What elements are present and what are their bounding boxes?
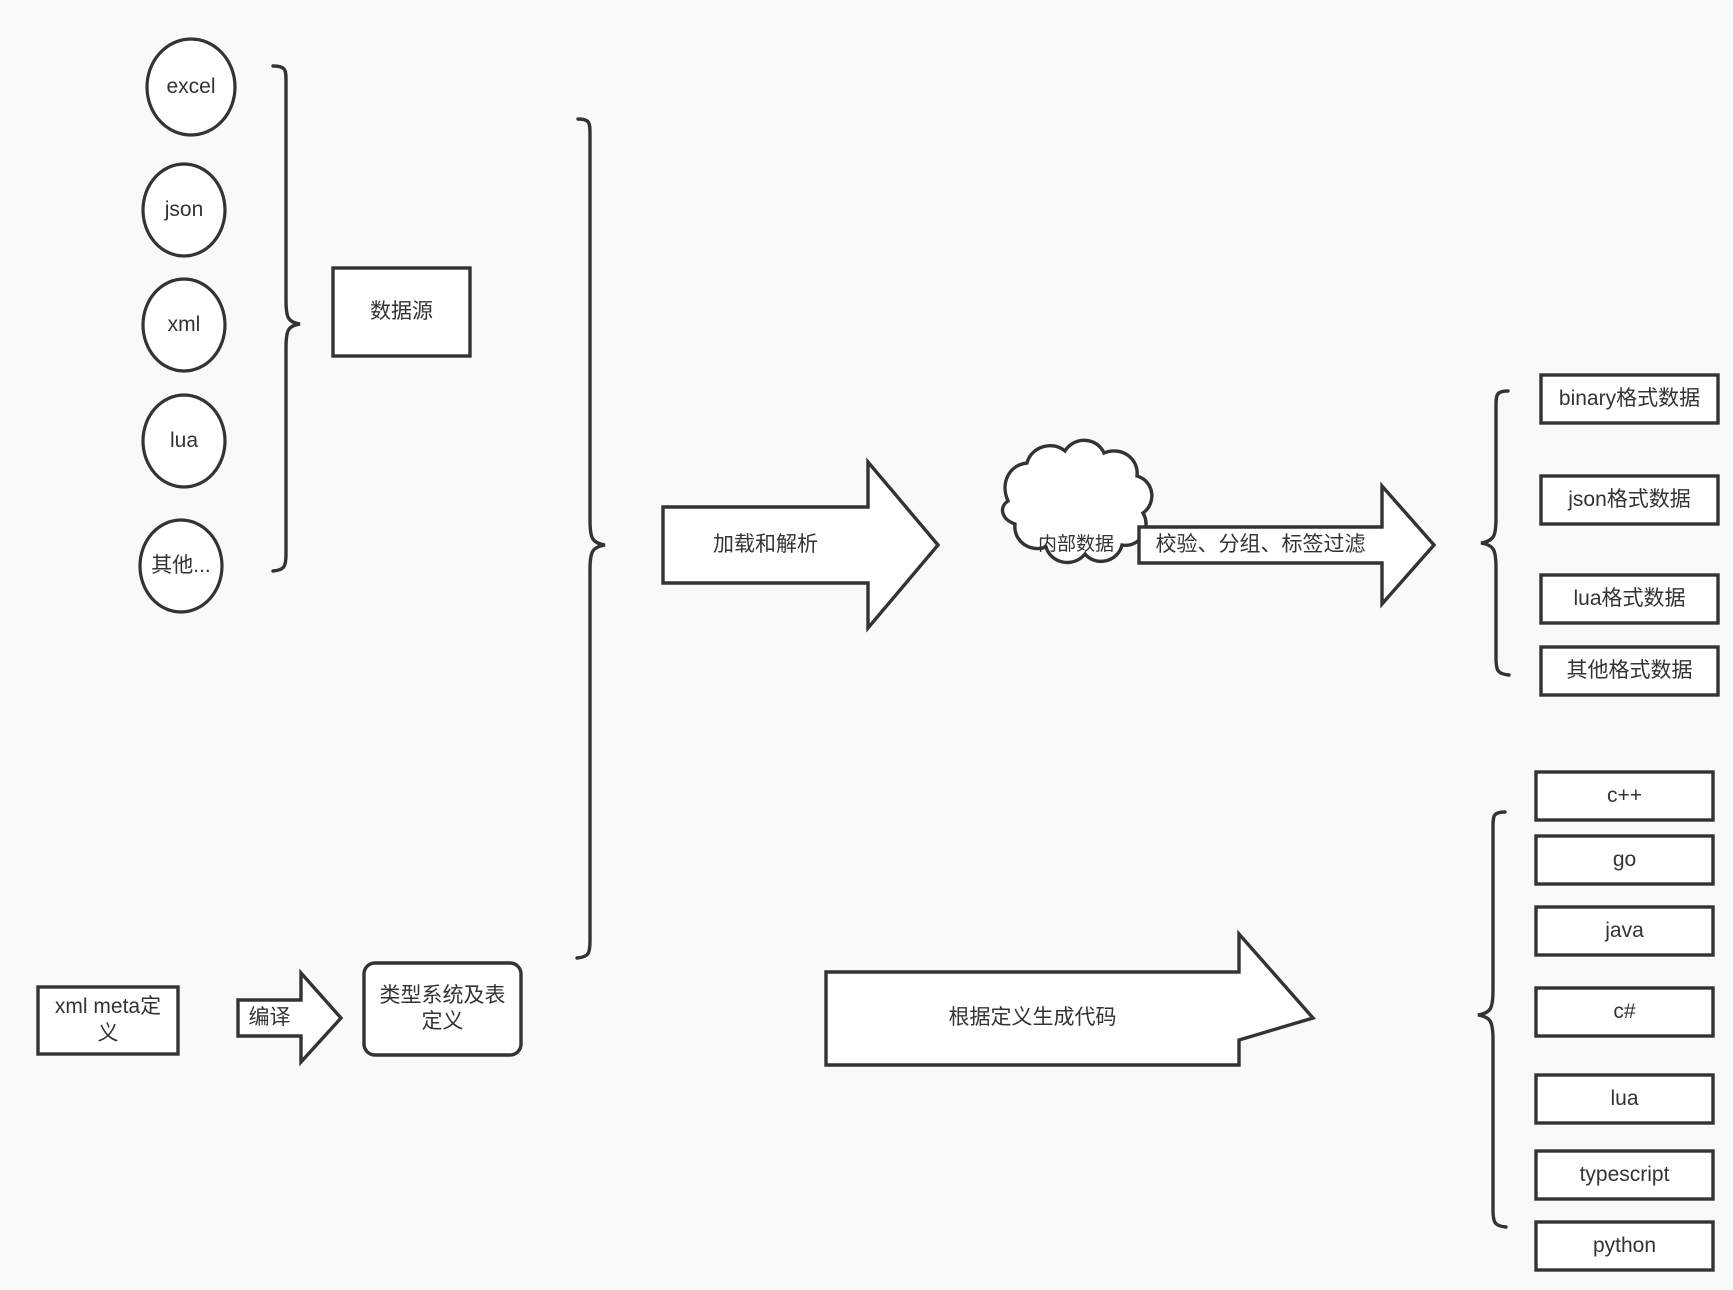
stage-brace (575, 117, 606, 960)
language-box-typescript[interactable] (1534, 1149, 1715, 1201)
language-box-csharp[interactable] (1534, 986, 1715, 1038)
language-box-go[interactable] (1534, 834, 1715, 886)
outputs-brace (1480, 389, 1511, 677)
output-box-lua[interactable] (1539, 573, 1720, 625)
language-box-lua[interactable] (1534, 1073, 1715, 1125)
codegen-arrow[interactable] (824, 929, 1317, 1067)
language-box-cpp[interactable] (1534, 770, 1715, 822)
load-parse-arrow[interactable] (661, 457, 941, 633)
source-node-other[interactable] (138, 518, 224, 614)
source-node-excel[interactable] (145, 37, 237, 137)
source-node-lua[interactable] (141, 393, 227, 489)
language-box-python[interactable] (1534, 1220, 1715, 1272)
compile-arrow[interactable] (236, 968, 344, 1067)
validate-filter-arrow[interactable] (1137, 481, 1437, 609)
sources-brace (271, 64, 301, 573)
language-box-java[interactable] (1534, 905, 1715, 957)
xml-meta-box[interactable] (36, 985, 180, 1056)
source-node-xml[interactable] (141, 277, 227, 373)
output-box-other[interactable] (1539, 645, 1720, 697)
output-box-binary[interactable] (1539, 373, 1720, 425)
source-node-json[interactable] (141, 162, 227, 258)
type-system-box[interactable] (362, 961, 523, 1057)
languages-brace (1477, 810, 1508, 1229)
datasource-box[interactable] (331, 266, 472, 358)
internal-data-cloud[interactable] (1000, 438, 1154, 565)
output-box-json[interactable] (1539, 474, 1720, 526)
